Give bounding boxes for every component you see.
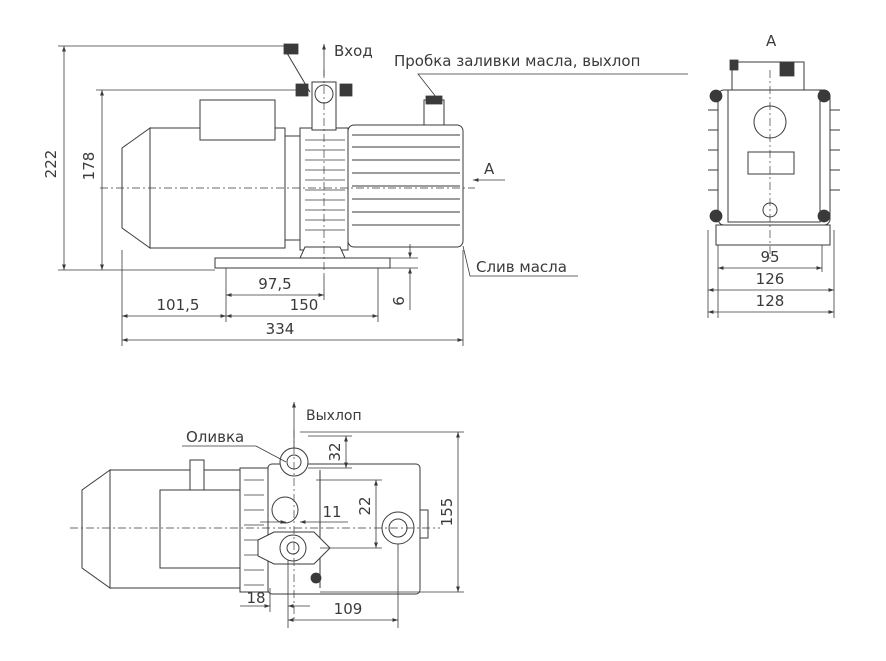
dim-97-5: 97,5 — [258, 275, 291, 293]
dim-109: 109 — [334, 600, 363, 618]
top-motor-cap — [81, 469, 111, 589]
label-view-a: А — [766, 32, 777, 50]
pump-fins — [352, 134, 460, 226]
oil-plug-leader — [417, 73, 688, 103]
dim-22: 22 — [356, 496, 374, 515]
coupling-ribs — [305, 139, 345, 231]
oil-plug-cap — [425, 95, 443, 105]
dim-18: 18 — [246, 589, 265, 607]
oil-fill-leader — [182, 445, 287, 463]
side-view: 222 178 97,5 101,5 150 334 6 Вход Пробка… — [42, 42, 688, 346]
dim-222: 222 — [42, 150, 60, 179]
dim-178: 178 — [80, 152, 98, 181]
dim-11: 11 — [322, 503, 341, 521]
dim-126: 126 — [756, 270, 785, 288]
label-oil-plug: Пробка заливки масла, выхлоп — [394, 52, 640, 70]
dim-128: 128 — [756, 292, 785, 310]
dim-95: 95 — [760, 248, 779, 266]
label-exhaust: Выхлоп — [306, 408, 362, 424]
dim-155: 155 — [438, 498, 456, 527]
oil-drain-leader — [462, 245, 578, 277]
top-flange — [239, 467, 269, 593]
label-oil-drain: Слив масла — [476, 258, 567, 276]
end-view-window — [747, 151, 795, 175]
label-view-a-arrow: А — [484, 160, 495, 178]
top-terminal-box — [159, 489, 241, 569]
dim-101-5: 101,5 — [157, 296, 200, 314]
dim-32: 32 — [326, 442, 344, 461]
dim-150: 150 — [290, 296, 319, 314]
end-view-a: А 95 126 128 — [707, 32, 840, 318]
end-view-base — [715, 224, 831, 246]
inlet-clamp-right — [339, 83, 353, 97]
label-oil-fill: Оливка — [186, 428, 244, 446]
dim-6: 6 — [390, 296, 408, 306]
base-plate — [214, 257, 391, 269]
base-stand — [299, 246, 346, 259]
top-view: Выхлоп Оливка 32 22 11 155 18 109 — [70, 402, 464, 628]
label-inlet: Вход — [334, 42, 373, 60]
inlet-clamp-top — [283, 43, 299, 55]
terminal-box — [199, 99, 276, 141]
dim-334: 334 — [266, 320, 295, 338]
